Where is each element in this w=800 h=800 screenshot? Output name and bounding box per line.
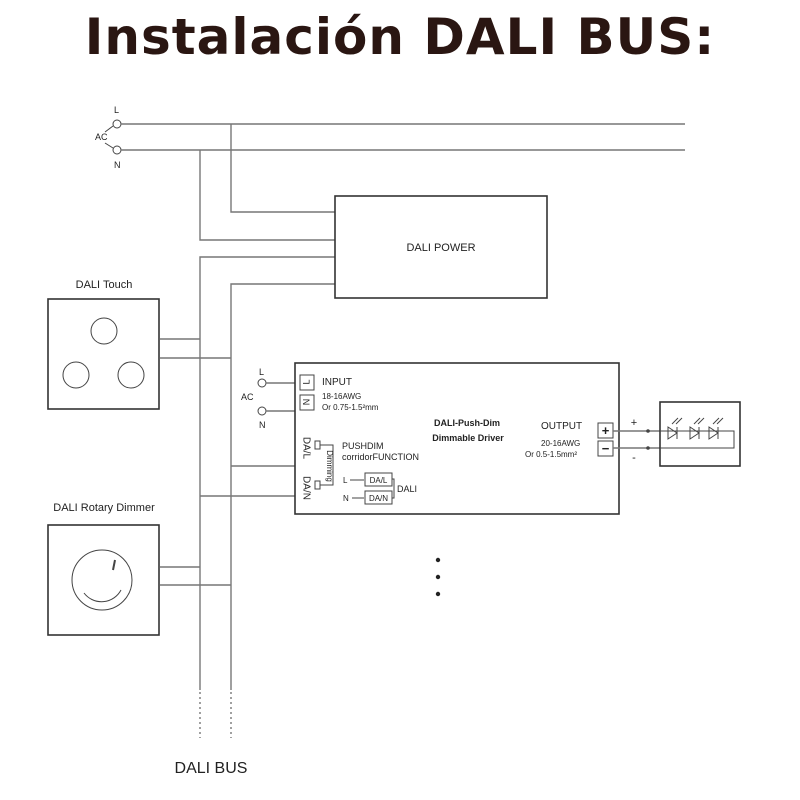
input-mm: Or 0.75-1.5²mm bbox=[322, 403, 379, 412]
dali-rotary-label: DALI Rotary Dimmer bbox=[53, 502, 155, 514]
ac-l-lead bbox=[104, 125, 114, 133]
more-drivers-dots bbox=[435, 557, 441, 597]
dali-touch-label: DALI Touch bbox=[76, 279, 133, 291]
driver-ac-l-terminal-icon bbox=[257, 378, 267, 388]
driver-name-line2: Dimmable Driver bbox=[432, 433, 504, 443]
ac-n-lead bbox=[104, 142, 114, 149]
small-dal-label: DA/L bbox=[370, 476, 388, 485]
input-awg: 18-16AWG bbox=[322, 392, 361, 401]
output-minus-label: - bbox=[632, 452, 636, 464]
driver-ac-n-label: N bbox=[259, 420, 266, 430]
dali-touch-panel: DALI Touch bbox=[47, 279, 160, 410]
dal-label: DA/L bbox=[300, 437, 311, 460]
ac-n-terminal-icon bbox=[112, 145, 122, 155]
dali-rotary-dimmer: DALI Rotary Dimmer bbox=[47, 502, 160, 636]
driver-name-line1: DALI-Push-Dim bbox=[434, 418, 500, 428]
corridor-label: corridorFUNCTION bbox=[342, 452, 419, 462]
output-title: OUTPUT bbox=[541, 421, 582, 432]
bus-wire-1 bbox=[199, 256, 335, 690]
output-minus-sign: − bbox=[602, 441, 610, 456]
input-n-label: N bbox=[301, 399, 311, 406]
dali-power-label: DALI POWER bbox=[406, 242, 475, 254]
input-l-label: L bbox=[301, 379, 311, 384]
small-n-label: N bbox=[343, 494, 349, 503]
output-wiring: + - bbox=[613, 417, 660, 464]
input-n-terminal bbox=[299, 394, 315, 411]
touch-buttons-icon bbox=[62, 317, 145, 389]
power-l-wire bbox=[230, 124, 335, 213]
input-l-terminal bbox=[299, 374, 315, 391]
led-strip-icon bbox=[660, 417, 735, 449]
output-awg: 20-16AWG bbox=[541, 439, 580, 448]
driver-ac-l-label: L bbox=[259, 367, 264, 377]
ac-label: AC bbox=[95, 132, 108, 142]
rotary-knob-icon bbox=[71, 549, 133, 611]
bus-wiring bbox=[160, 124, 335, 738]
dan-label: DA/N bbox=[300, 476, 311, 500]
output-plus-label: + bbox=[631, 417, 637, 429]
dali-power-box: DALI POWER bbox=[334, 195, 548, 299]
small-dan-label: DA/N bbox=[369, 494, 388, 503]
small-l-label: L bbox=[343, 476, 348, 485]
bus-wire-2 bbox=[230, 283, 335, 690]
output-plus-node bbox=[646, 429, 650, 433]
input-title: INPUT bbox=[322, 377, 352, 388]
driver-ac-input: L AC N bbox=[241, 367, 300, 430]
dali-bus-label: DALI BUS bbox=[175, 760, 248, 777]
dali-small-label: DALI bbox=[397, 484, 417, 494]
ac-l-label: L bbox=[114, 105, 119, 115]
output-plus-sign: + bbox=[602, 423, 610, 438]
pushdim-link bbox=[320, 444, 334, 486]
dali-driver: L N INPUT 18-16AWG Or 0.75-1.5²mm DALI-P… bbox=[294, 362, 620, 515]
dimming-label: Dimming bbox=[325, 450, 334, 482]
ac-l-terminal-icon bbox=[112, 119, 122, 129]
dali-bracket bbox=[392, 478, 395, 499]
output-mm: Or 0.5-1.5mm² bbox=[525, 450, 577, 459]
led-load bbox=[659, 401, 741, 467]
pushdim-label: PUSHDIM bbox=[342, 441, 384, 451]
power-n-wire bbox=[199, 150, 335, 241]
page-title: Instalación DALI BUS: bbox=[84, 8, 716, 66]
output-minus-node bbox=[646, 446, 650, 450]
driver-ac-label: AC bbox=[241, 392, 254, 402]
ac-supply: L AC N bbox=[95, 105, 685, 170]
ac-n-label: N bbox=[114, 160, 121, 170]
driver-ac-n-terminal-icon bbox=[257, 406, 267, 416]
